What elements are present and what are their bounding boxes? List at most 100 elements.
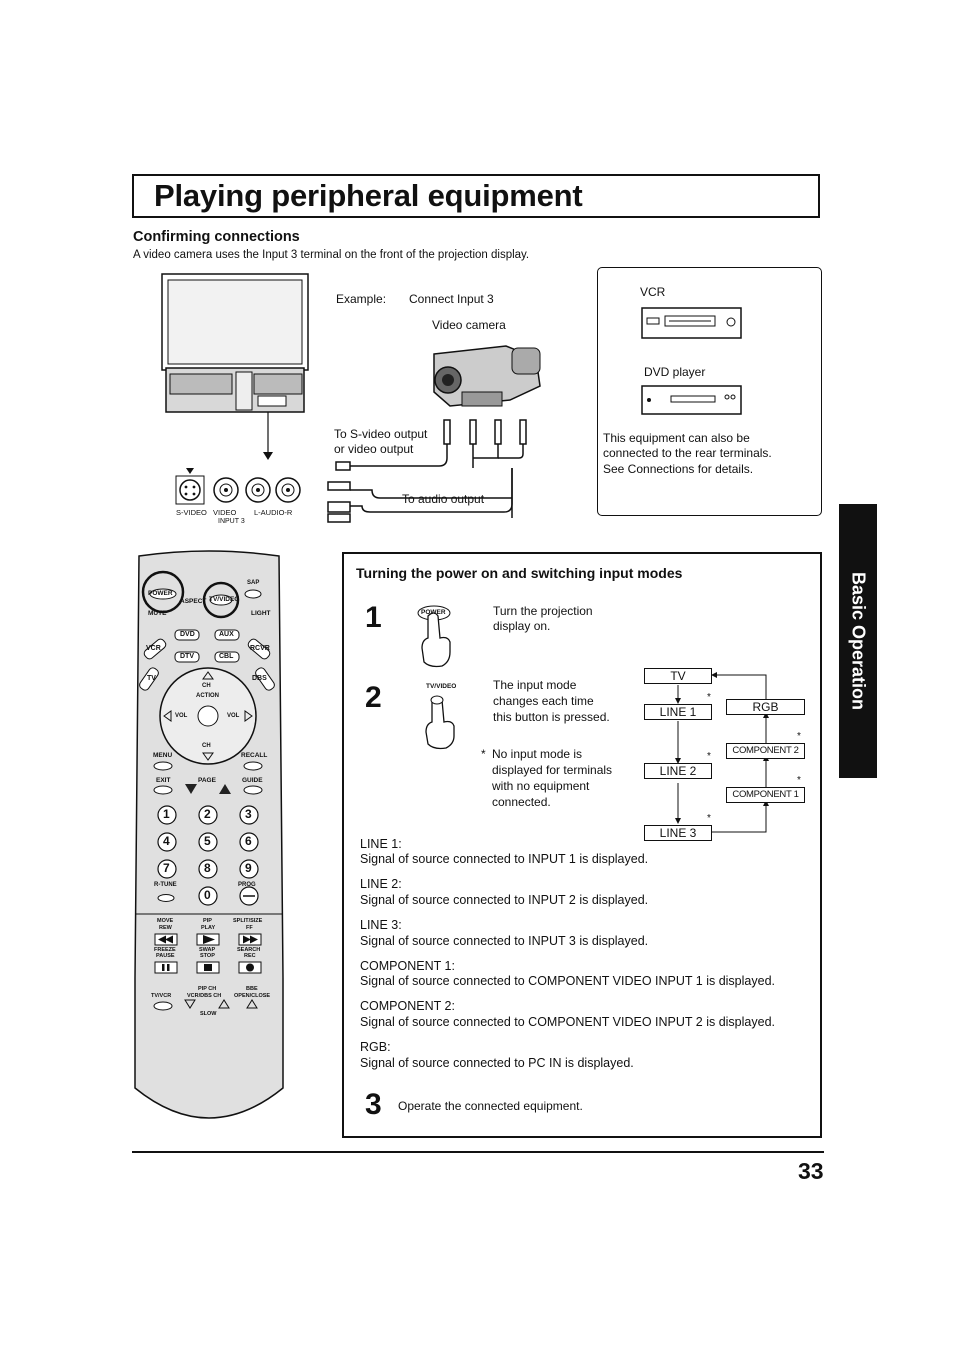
note-line4: connected.	[492, 795, 551, 809]
remote-digit-5: 5	[204, 834, 211, 848]
remote-tvvideo-label: TV/VIDEO	[209, 596, 240, 603]
definition-component2-text: Signal of source connected to COMPONENT …	[360, 1015, 775, 1029]
flow-line3-asterisk: *	[707, 813, 711, 824]
remote-dbs-label: DBS	[252, 675, 267, 682]
flow-component2: COMPONENT 2	[726, 743, 805, 759]
remote-rew-label: REW	[159, 925, 172, 931]
steps-box	[342, 552, 822, 1138]
definition-rgb-text: Signal of source connected to PC IN is d…	[360, 1056, 634, 1070]
remote-digit-8: 8	[204, 861, 211, 875]
remote-move-label: MOVE	[157, 918, 174, 924]
video-camera-illustration	[433, 345, 541, 407]
page-number: 33	[798, 1158, 824, 1184]
rear-note-line2: connected to the rear terminals.	[603, 446, 772, 460]
dvd-player-illustration	[641, 385, 742, 415]
note-line2: displayed for terminals	[492, 763, 613, 777]
remote-digit-4: 4	[163, 834, 170, 848]
remote-digit-6: 6	[245, 834, 252, 848]
terminal-label-audio: L-AUDIO-R	[254, 508, 293, 517]
flow-rgb: RGB	[726, 699, 805, 715]
remote-pause-label: PAUSE	[156, 953, 175, 959]
remote-aspect-label: ASPECT	[180, 598, 207, 605]
remote-dvd-label: DVD	[180, 631, 195, 638]
remote-rec-label: REC	[244, 953, 256, 959]
flow-line1-asterisk: *	[707, 692, 711, 703]
remote-pipch-label: PIP CH	[198, 986, 217, 992]
remote-ff-label: FF	[246, 925, 253, 931]
note-line1: No input mode is	[492, 747, 583, 761]
step-2-number: 2	[365, 681, 382, 714]
remote-digit-7: 7	[163, 861, 170, 875]
step-1-number: 1	[365, 601, 382, 634]
terminal-input-label: INPUT 3	[218, 518, 245, 525]
remote-stop-label: STOP	[200, 953, 215, 959]
definition-line1-label: LINE 1:	[360, 837, 402, 851]
steps-heading: Turning the power on and switching input…	[356, 565, 683, 581]
remote-mute-label: MUTE	[148, 610, 167, 617]
step-1-text-line2: display on.	[493, 619, 551, 633]
step-2-text-line3: this button is pressed.	[493, 710, 610, 724]
rear-note-line1: This equipment can also be	[603, 431, 750, 445]
vcr-illustration	[641, 307, 742, 339]
remote-prog-label: PROG	[238, 882, 256, 888]
step-2-text-line2: changes each time	[493, 694, 594, 708]
step-1-power-button-label: POWER	[421, 609, 446, 616]
remote-digit-0: 0	[204, 888, 211, 902]
dvd-label: DVD player	[644, 365, 706, 379]
footer-rule	[132, 1151, 824, 1153]
flow-line2-asterisk: *	[707, 751, 711, 762]
hand-pressing-tvvideo-illustration	[425, 695, 455, 750]
audio-output-label: To audio output	[402, 492, 485, 506]
note-line3: with no equipment	[492, 779, 590, 793]
definition-line3-text: Signal of source connected to INPUT 3 is…	[360, 934, 649, 948]
connection-diagram	[161, 273, 541, 523]
remote-rtune-label: R-TUNE	[154, 882, 177, 888]
remote-ch-label: CH	[202, 683, 211, 689]
remote-rcvr-label: RCVR	[250, 645, 270, 652]
flow-comp1-asterisk: *	[797, 775, 801, 786]
input-mode-flow-arrows	[675, 672, 769, 833]
definition-line2-label: LINE 2:	[360, 877, 402, 891]
input3-terminals	[175, 468, 301, 505]
svideo-output-label: To S-video output	[334, 427, 428, 441]
remote-menu-label: MENU	[153, 752, 173, 759]
remote-recall-label: RECALL	[241, 752, 268, 759]
terminal-label-video: VIDEO	[213, 508, 237, 517]
step-3-number: 3	[365, 1088, 382, 1121]
example-label: Example:	[336, 292, 387, 306]
remote-control	[134, 550, 284, 1119]
section-side-tab: Basic Operation	[839, 504, 877, 778]
flow-comp2-asterisk: *	[797, 731, 801, 742]
camera-label: Video camera	[432, 318, 506, 332]
remote-cbl-label: CBL	[219, 653, 234, 660]
remote-dtv-label: DTV	[180, 653, 194, 660]
page-title: Playing peripheral equipment	[154, 178, 583, 213]
definition-line2-text: Signal of source connected to INPUT 2 is…	[360, 893, 649, 907]
definition-rgb-label: RGB:	[360, 1040, 391, 1054]
definition-component2-label: COMPONENT 2:	[360, 999, 455, 1013]
remote-ch-down-label: CH	[202, 743, 211, 749]
remote-search-label: SEARCH	[237, 947, 261, 953]
remote-pip-label: PIP	[203, 918, 212, 924]
remote-page-label: PAGE	[198, 777, 216, 784]
flow-line1: LINE 1	[644, 704, 712, 720]
remote-vcrdbs-label: VCR/DBS CH	[187, 993, 222, 999]
note-asterisk: *	[481, 747, 486, 761]
remote-digit-3: 3	[245, 807, 252, 821]
step-1-text-line1: Turn the projection	[493, 604, 593, 618]
remote-aux-label: AUX	[219, 631, 234, 638]
flow-tv: TV	[644, 668, 712, 684]
remote-play-label: PLAY	[201, 925, 216, 931]
terminal-label-svideo: S-VIDEO	[176, 508, 207, 517]
remote-digit-9: 9	[245, 861, 252, 875]
section-heading: Confirming connections	[133, 229, 300, 245]
vcr-label: VCR	[640, 285, 666, 299]
remote-freeze-label: FREEZE	[154, 947, 176, 953]
remote-action-label: ACTION	[196, 693, 219, 699]
definition-component1-text: Signal of source connected to COMPONENT …	[360, 974, 775, 988]
flow-line2: LINE 2	[644, 763, 712, 779]
remote-vol-left-label: VOL	[175, 713, 188, 719]
video-output-label: or video output	[334, 442, 414, 456]
remote-digit-1: 1	[163, 807, 170, 821]
definition-line1-text: Signal of source connected to INPUT 1 is…	[360, 852, 649, 866]
